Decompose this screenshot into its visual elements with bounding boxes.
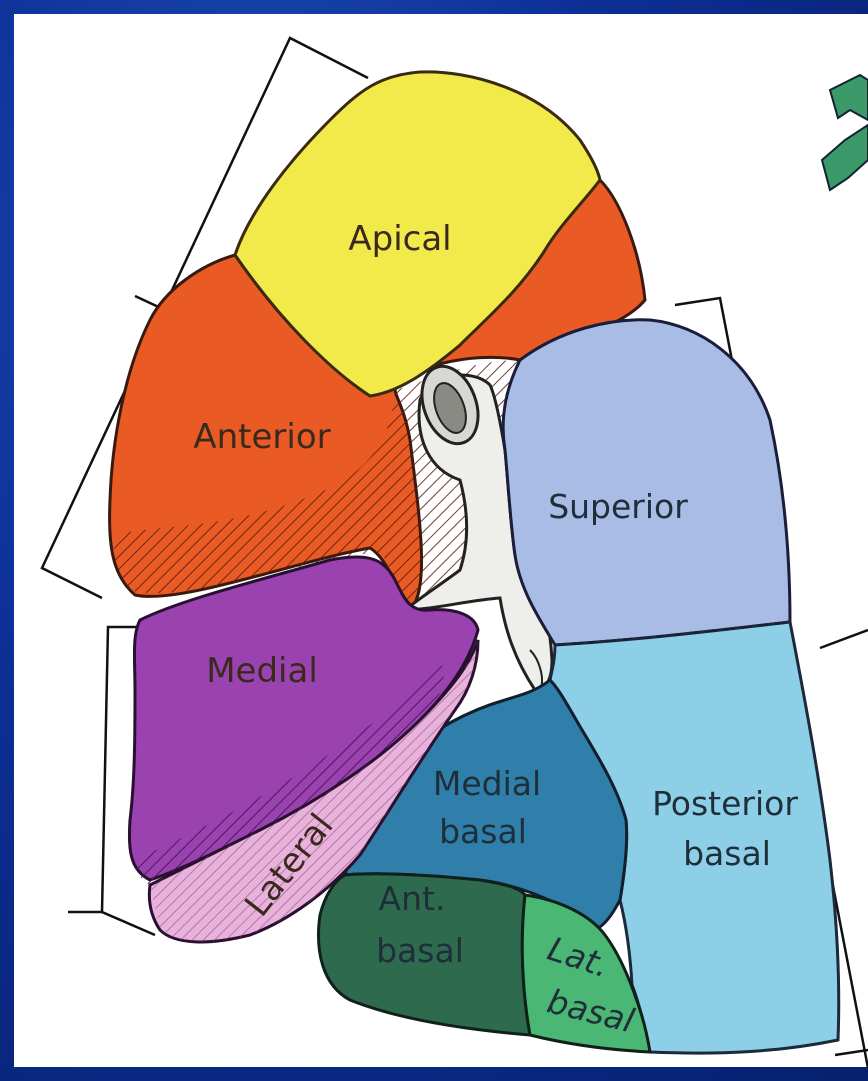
- label-apical: Apical: [348, 219, 451, 259]
- label-medial: Medial: [206, 651, 318, 691]
- label-posterior-basal-line2: basal: [683, 834, 771, 873]
- segment-superior: [503, 320, 790, 645]
- label-medial-basal-line1: Medial: [433, 764, 541, 803]
- label-superior: Superior: [548, 487, 688, 526]
- label-anterior: Anterior: [193, 417, 330, 457]
- label-ant-basal-line1: Ant.: [379, 879, 446, 918]
- label-ant-basal-line2: basal: [376, 931, 464, 970]
- bronchus-top-fragment: [822, 75, 868, 190]
- label-medial-basal-line2: basal: [439, 812, 527, 851]
- label-posterior-basal-line1: Posterior: [652, 784, 798, 823]
